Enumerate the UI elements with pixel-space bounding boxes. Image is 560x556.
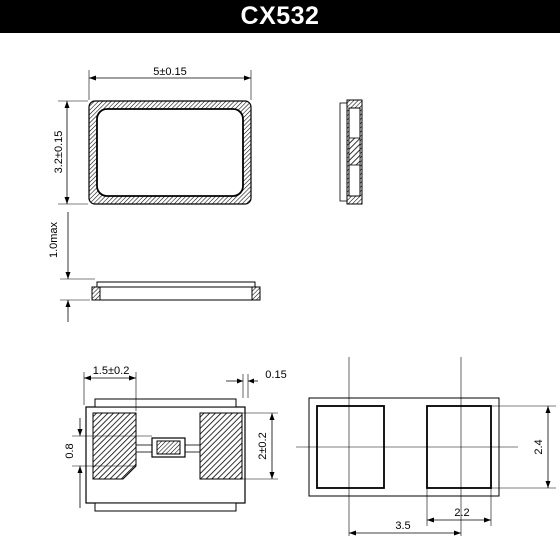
pad-height-label: 2±0.2 (257, 432, 269, 459)
land-width-dimension: 2.2 (426, 488, 492, 526)
height-dimension: 1.0max (48, 212, 95, 322)
land-width-label: 2.2 (454, 507, 469, 519)
land-height-label: 2.4 (533, 439, 545, 454)
gap-dimension: 0.15 (226, 369, 287, 398)
pad-height-dimension: 2±0.2 (242, 412, 278, 480)
top-width-dimension: 5±0.15 (88, 66, 252, 100)
top-height-dimension: 3.2±0.15 (53, 100, 88, 205)
land-pattern (296, 357, 518, 536)
land-pitch-dimension: 3.5 (349, 520, 461, 536)
pad-width-dimension: 1.5±0.2 (83, 365, 137, 411)
right-pad (199, 412, 243, 480)
pad-width-label: 1.5±0.2 (93, 365, 130, 377)
top-width-label: 5±0.15 (153, 66, 187, 78)
page-title: CX532 (0, 0, 560, 33)
front-side-view (91, 281, 261, 301)
land-pitch-label: 3.5 (395, 520, 410, 532)
height-label: 1.0max (48, 221, 60, 258)
land-height-dimension: 2.4 (491, 405, 556, 489)
right-side-view (339, 99, 363, 205)
top-view (88, 100, 252, 205)
left-pad (92, 412, 137, 480)
gap-label: 0.15 (265, 369, 286, 381)
pad-inner-height-dimension: 0.8 (64, 418, 152, 508)
top-view-lid (96, 108, 244, 197)
top-height-label: 3.2±0.15 (53, 131, 65, 174)
bottom-view (85, 398, 246, 512)
pad-inner-height-label: 0.8 (64, 443, 76, 458)
